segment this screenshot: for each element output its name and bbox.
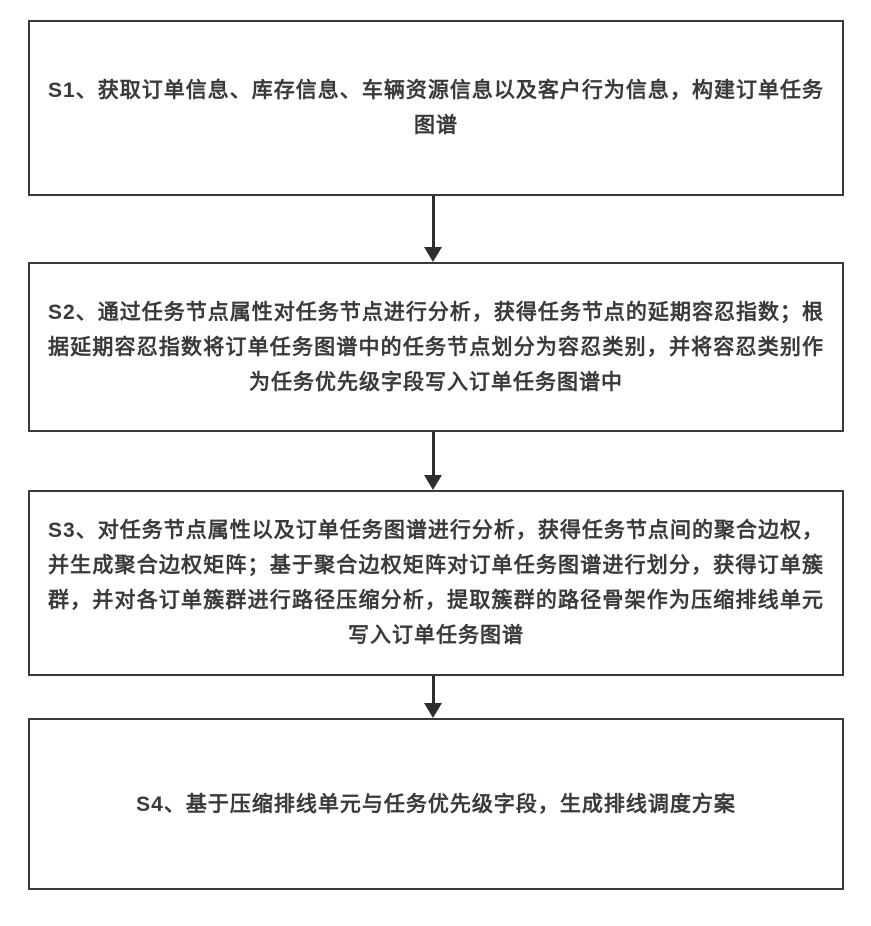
step-box-s2: S2、通过任务节点属性对任务节点进行分析，获得任务节点的延期容忍指数；根据延期容… (28, 262, 844, 432)
down-arrow-3 (424, 676, 442, 718)
down-arrow-2 (424, 432, 442, 490)
arrow-head-icon (424, 475, 442, 490)
arrow-stem (431, 196, 435, 247)
down-arrow-1 (424, 196, 442, 262)
step-text-s3: S3、对任务节点属性以及订单任务图谱进行分析，获得任务节点间的聚合边权，并生成聚… (48, 519, 824, 647)
arrow-head-icon (424, 247, 442, 262)
step-box-s4: S4、基于压缩排线单元与任务优先级字段，生成排线调度方案 (28, 718, 844, 890)
step-text-s4: S4、基于压缩排线单元与任务优先级字段，生成排线调度方案 (136, 792, 736, 816)
arrow-stem (431, 432, 435, 475)
step-text-s1: S1、获取订单信息、库存信息、车辆资源信息以及客户行为信息，构建订单任务图谱 (48, 79, 824, 137)
step-box-s3: S3、对任务节点属性以及订单任务图谱进行分析，获得任务节点间的聚合边权，并生成聚… (28, 490, 844, 676)
step-text-s2: S2、通过任务节点属性对任务节点进行分析，获得任务节点的延期容忍指数；根据延期容… (48, 300, 824, 394)
step-box-s1: S1、获取订单信息、库存信息、车辆资源信息以及客户行为信息，构建订单任务图谱 (28, 20, 844, 196)
arrow-head-icon (424, 703, 442, 718)
arrow-stem (431, 676, 435, 703)
